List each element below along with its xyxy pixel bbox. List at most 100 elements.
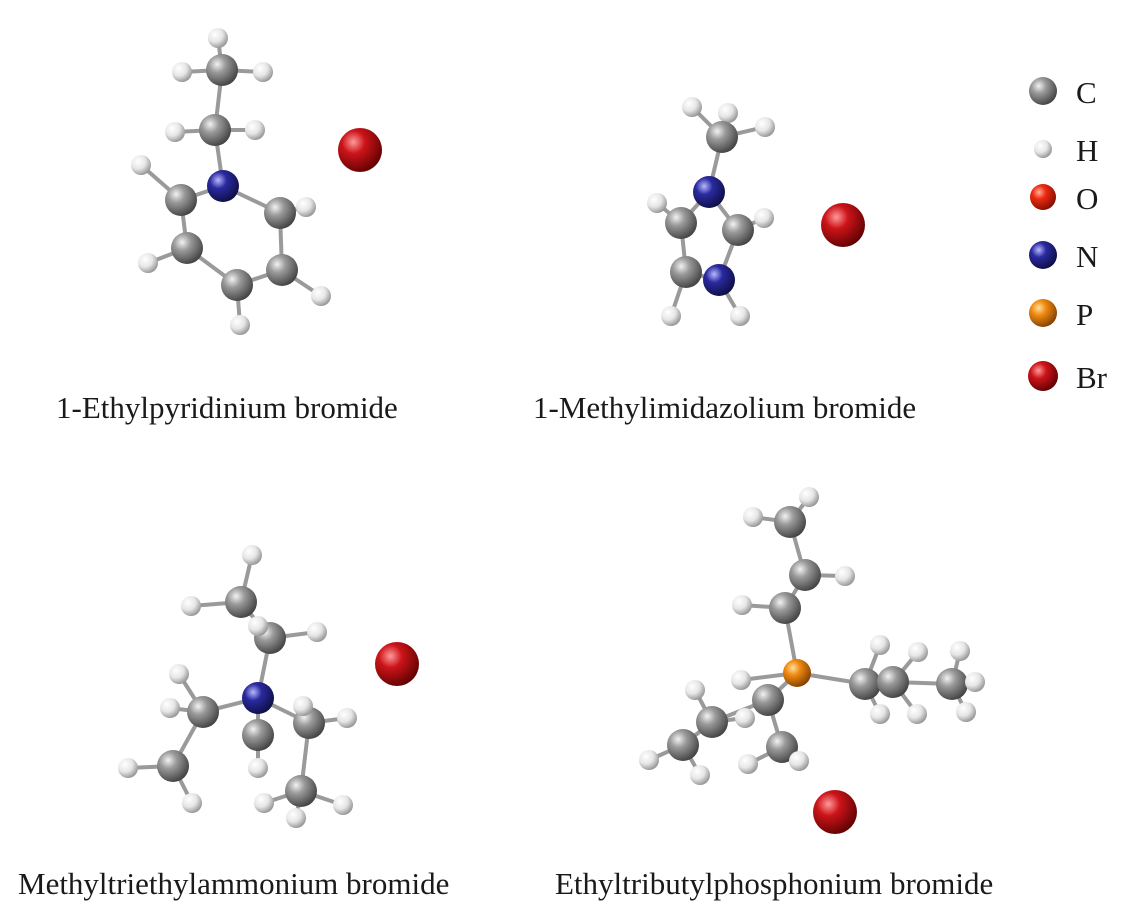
hydrogen-atom-methyltriethylammonium-bromide — [286, 808, 306, 828]
hydrogen-atom-methyltriethylammonium-bromide — [181, 596, 201, 616]
phosphorus-atom-ethyltributylphosphonium-bromide — [783, 659, 811, 687]
nitrogen-atom-methylimidazolium-bromide — [693, 176, 725, 208]
caption-methylimidazolium-bromide: 1-Methylimidazolium bromide — [533, 390, 917, 425]
caption-methyltriethylammonium-bromide: Methyltriethylammonium bromide — [18, 866, 450, 901]
carbon-atom-ethylpyridinium-bromide — [199, 114, 231, 146]
hydrogen-atom-ethyltributylphosphonium-bromide — [731, 670, 751, 690]
hydrogen-atom-ethyltributylphosphonium-bromide — [835, 566, 855, 586]
nitrogen-atom-ethylpyridinium-bromide — [207, 170, 239, 202]
nitrogen-atom-methyltriethylammonium-bromide — [242, 682, 274, 714]
carbon-atom-methyltriethylammonium-bromide — [187, 696, 219, 728]
hydrogen-atom-methyltriethylammonium-bromide — [307, 622, 327, 642]
hydrogen-atom-ethyltributylphosphonium-bromide — [870, 704, 890, 724]
carbon-atom-ethyltributylphosphonium-bromide — [766, 731, 798, 763]
hydrogen-atom-ethylpyridinium-bromide — [296, 197, 316, 217]
bromine-atom-ethylpyridinium-bromide — [338, 128, 382, 172]
legend-markers — [1028, 77, 1058, 391]
carbon-atom-ethyltributylphosphonium-bromide — [696, 706, 728, 738]
hydrogen-atom-ethyltributylphosphonium-bromide — [639, 750, 659, 770]
carbon-atom-ethyltributylphosphonium-bromide — [936, 668, 968, 700]
carbon-atom-methyltriethylammonium-bromide — [157, 750, 189, 782]
hydrogen-atom-ethylpyridinium-bromide — [253, 62, 273, 82]
hydrogen-atom-ethyltributylphosphonium-bromide — [799, 487, 819, 507]
hydrogen-atom-methyltriethylammonium-bromide — [118, 758, 138, 778]
hydrogen-atom-methyltriethylammonium-bromide — [254, 793, 274, 813]
bromine-atom-methyltriethylammonium-bromide — [375, 642, 419, 686]
hydrogen-atom-methyltriethylammonium-bromide — [293, 696, 313, 716]
hydrogen-atom-methyltriethylammonium-bromide — [160, 698, 180, 718]
hydrogen-atom-methyltriethylammonium-bromide — [248, 616, 268, 636]
legend-label-br: Br — [1076, 360, 1107, 395]
legend-marker-o — [1030, 184, 1056, 210]
carbon-atom-ethyltributylphosphonium-bromide — [752, 684, 784, 716]
hydrogen-atom-methylimidazolium-bromide — [661, 306, 681, 326]
carbon-atom-methylimidazolium-bromide — [722, 214, 754, 246]
legend-marker-br — [1028, 361, 1058, 391]
hydrogen-atom-ethyltributylphosphonium-bromide — [690, 765, 710, 785]
hydrogen-atom-ethyltributylphosphonium-bromide — [732, 595, 752, 615]
hydrogen-atom-ethylpyridinium-bromide — [311, 286, 331, 306]
bromine-atom-ethyltributylphosphonium-bromide — [813, 790, 857, 834]
hydrogen-atom-methyltriethylammonium-bromide — [169, 664, 189, 684]
hydrogen-atom-ethyltributylphosphonium-bromide — [950, 641, 970, 661]
carbon-atom-methyltriethylammonium-bromide — [242, 719, 274, 751]
hydrogen-atom-methyltriethylammonium-bromide — [333, 795, 353, 815]
hydrogen-atom-methylimidazolium-bromide — [730, 306, 750, 326]
bromine-atom-methylimidazolium-bromide — [821, 203, 865, 247]
nitrogen-atom-methylimidazolium-bromide — [703, 264, 735, 296]
carbon-atom-ethyltributylphosphonium-bromide — [774, 506, 806, 538]
carbon-atom-ethylpyridinium-bromide — [171, 232, 203, 264]
hydrogen-atom-methylimidazolium-bromide — [754, 208, 774, 228]
legend-marker-c — [1029, 77, 1057, 105]
hydrogen-atom-methylimidazolium-bromide — [647, 193, 667, 213]
carbon-atom-ethyltributylphosphonium-bromide — [789, 559, 821, 591]
legend-label-n: N — [1076, 239, 1099, 274]
hydrogen-atom-ethyltributylphosphonium-bromide — [685, 680, 705, 700]
hydrogen-atom-ethylpyridinium-bromide — [165, 122, 185, 142]
atoms-layer — [118, 28, 985, 834]
hydrogen-atom-methylimidazolium-bromide — [718, 103, 738, 123]
carbon-atom-ethyltributylphosphonium-bromide — [769, 592, 801, 624]
hydrogen-atom-methyltriethylammonium-bromide — [242, 545, 262, 565]
hydrogen-atom-methyltriethylammonium-bromide — [248, 758, 268, 778]
caption-ethylpyridinium-bromide: 1-Ethylpyridinium bromide — [56, 390, 398, 425]
carbon-atom-ethylpyridinium-bromide — [206, 54, 238, 86]
hydrogen-atom-ethyltributylphosphonium-bromide — [908, 642, 928, 662]
hydrogen-atom-ethyltributylphosphonium-bromide — [735, 708, 755, 728]
hydrogen-atom-ethylpyridinium-bromide — [245, 120, 265, 140]
caption-ethyltributylphosphonium-bromide: Ethyltributylphosphonium bromide — [555, 866, 994, 901]
hydrogen-atom-ethylpyridinium-bromide — [208, 28, 228, 48]
legend-label-o: O — [1076, 181, 1099, 216]
hydrogen-atom-ethyltributylphosphonium-bromide — [907, 704, 927, 724]
hydrogen-atom-ethylpyridinium-bromide — [172, 62, 192, 82]
hydrogen-atom-ethylpyridinium-bromide — [131, 155, 151, 175]
legend-marker-h — [1034, 140, 1052, 158]
carbon-atom-methylimidazolium-bromide — [670, 256, 702, 288]
legend-label-h: H — [1076, 133, 1099, 168]
carbon-atom-ethylpyridinium-bromide — [264, 197, 296, 229]
legend-marker-p — [1029, 299, 1057, 327]
hydrogen-atom-methyltriethylammonium-bromide — [182, 793, 202, 813]
hydrogen-atom-ethyltributylphosphonium-bromide — [965, 672, 985, 692]
carbon-atom-ethyltributylphosphonium-bromide — [849, 668, 881, 700]
legend-label-p: P — [1076, 297, 1094, 332]
hydrogen-atom-ethyltributylphosphonium-bromide — [956, 702, 976, 722]
carbon-atom-ethylpyridinium-bromide — [266, 254, 298, 286]
hydrogen-atom-ethyltributylphosphonium-bromide — [738, 754, 758, 774]
hydrogen-atom-methylimidazolium-bromide — [755, 117, 775, 137]
carbon-atom-methyltriethylammonium-bromide — [285, 775, 317, 807]
carbon-atom-methylimidazolium-bromide — [665, 207, 697, 239]
carbon-atom-ethyltributylphosphonium-bromide — [667, 729, 699, 761]
hydrogen-atom-ethyltributylphosphonium-bromide — [870, 635, 890, 655]
hydrogen-atom-ethylpyridinium-bromide — [230, 315, 250, 335]
carbon-atom-ethylpyridinium-bromide — [165, 184, 197, 216]
hydrogen-atom-methylimidazolium-bromide — [682, 97, 702, 117]
hydrogen-atom-methyltriethylammonium-bromide — [337, 708, 357, 728]
carbon-atom-ethyltributylphosphonium-bromide — [877, 666, 909, 698]
legend-label-c: C — [1076, 75, 1097, 110]
carbon-atom-ethylpyridinium-bromide — [221, 269, 253, 301]
carbon-atom-methyltriethylammonium-bromide — [225, 586, 257, 618]
hydrogen-atom-ethylpyridinium-bromide — [138, 253, 158, 273]
legend-marker-n — [1029, 241, 1057, 269]
